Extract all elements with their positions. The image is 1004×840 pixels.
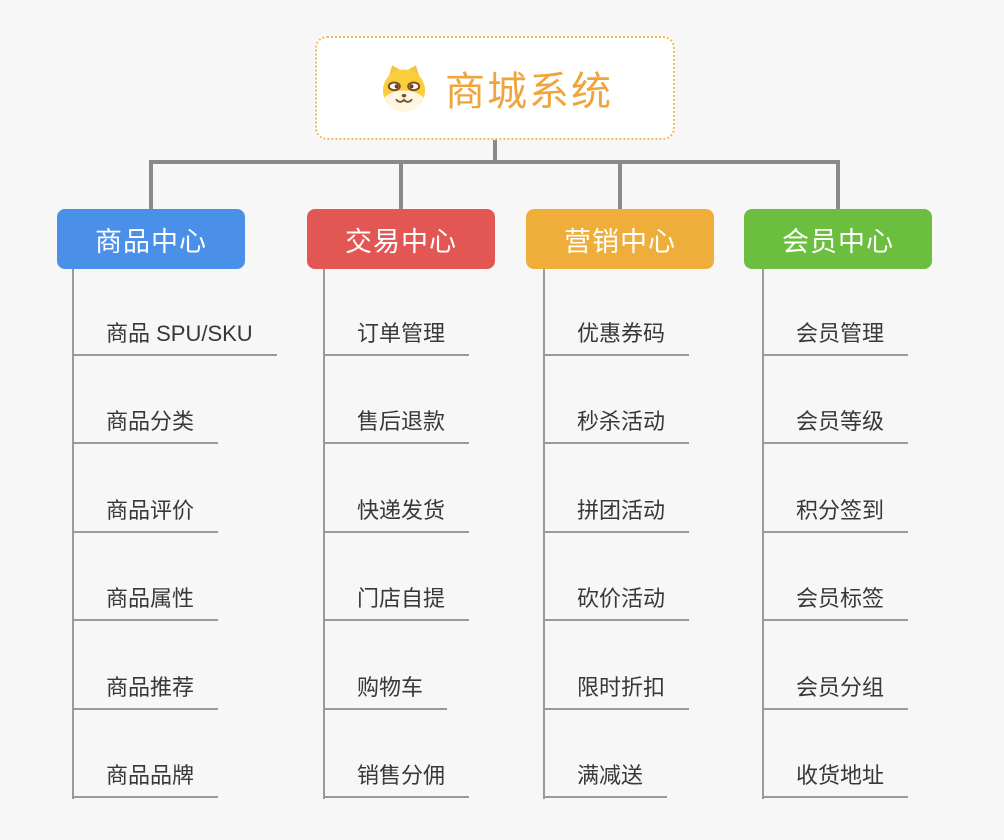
branch-node-trade-center[interactable]: 交易中心 bbox=[307, 209, 495, 269]
leaf-node[interactable]: 砍价活动 bbox=[543, 584, 690, 621]
root-node[interactable]: 商城系统 bbox=[315, 36, 675, 140]
branch-label: 营销中心 bbox=[564, 226, 676, 257]
connector-vline-trade bbox=[323, 269, 325, 799]
leaf-node[interactable]: 商品品牌 bbox=[72, 761, 219, 798]
leaf-node[interactable]: 收货地址 bbox=[762, 761, 909, 798]
branch-node-marketing-center[interactable]: 营销中心 bbox=[526, 209, 714, 269]
branch-label: 商品中心 bbox=[95, 226, 207, 257]
leaf-node[interactable]: 购物车 bbox=[323, 673, 448, 710]
branch-node-product-center[interactable]: 商品中心 bbox=[57, 209, 245, 269]
connector-vline-marketing bbox=[543, 269, 545, 799]
connector-vline-member bbox=[762, 269, 764, 799]
connector-drop-marketing bbox=[618, 160, 622, 209]
connector-drop-member bbox=[836, 160, 840, 209]
branch-label: 会员中心 bbox=[782, 226, 894, 257]
leaf-node[interactable]: 商品分类 bbox=[72, 407, 219, 444]
leaf-node[interactable]: 商品推荐 bbox=[72, 673, 219, 710]
leaf-node[interactable]: 商品属性 bbox=[72, 584, 219, 621]
leaf-node[interactable]: 优惠券码 bbox=[543, 319, 690, 356]
root-title: 商城系统 bbox=[445, 70, 613, 114]
shiba-dog-icon bbox=[382, 65, 426, 112]
leaf-node[interactable]: 商品 SPU/SKU bbox=[72, 319, 277, 356]
leaf-node[interactable]: 会员标签 bbox=[762, 584, 909, 621]
leaf-node[interactable]: 销售分佣 bbox=[323, 761, 470, 798]
leaf-node[interactable]: 积分签到 bbox=[762, 496, 909, 533]
leaf-node[interactable]: 秒杀活动 bbox=[543, 407, 690, 444]
connector-bus bbox=[149, 160, 840, 164]
connector-vline-product bbox=[72, 269, 74, 799]
connector-drop-trade bbox=[399, 160, 403, 209]
leaf-node[interactable]: 门店自提 bbox=[323, 584, 470, 621]
leaf-node[interactable]: 商品评价 bbox=[72, 496, 219, 533]
leaf-node[interactable]: 拼团活动 bbox=[543, 496, 690, 533]
branch-node-member-center[interactable]: 会员中心 bbox=[744, 209, 932, 269]
leaf-node[interactable]: 满减送 bbox=[543, 761, 668, 798]
leaf-node[interactable]: 快递发货 bbox=[323, 496, 470, 533]
leaf-node[interactable]: 会员等级 bbox=[762, 407, 909, 444]
branch-label: 交易中心 bbox=[345, 226, 457, 257]
leaf-node[interactable]: 售后退款 bbox=[323, 407, 470, 444]
leaf-node[interactable]: 会员分组 bbox=[762, 673, 909, 710]
leaf-node[interactable]: 限时折扣 bbox=[543, 673, 690, 710]
leaf-node[interactable]: 会员管理 bbox=[762, 319, 909, 356]
connector-drop-product bbox=[149, 160, 153, 209]
connector-root-stem bbox=[493, 140, 497, 162]
leaf-node[interactable]: 订单管理 bbox=[323, 319, 470, 356]
